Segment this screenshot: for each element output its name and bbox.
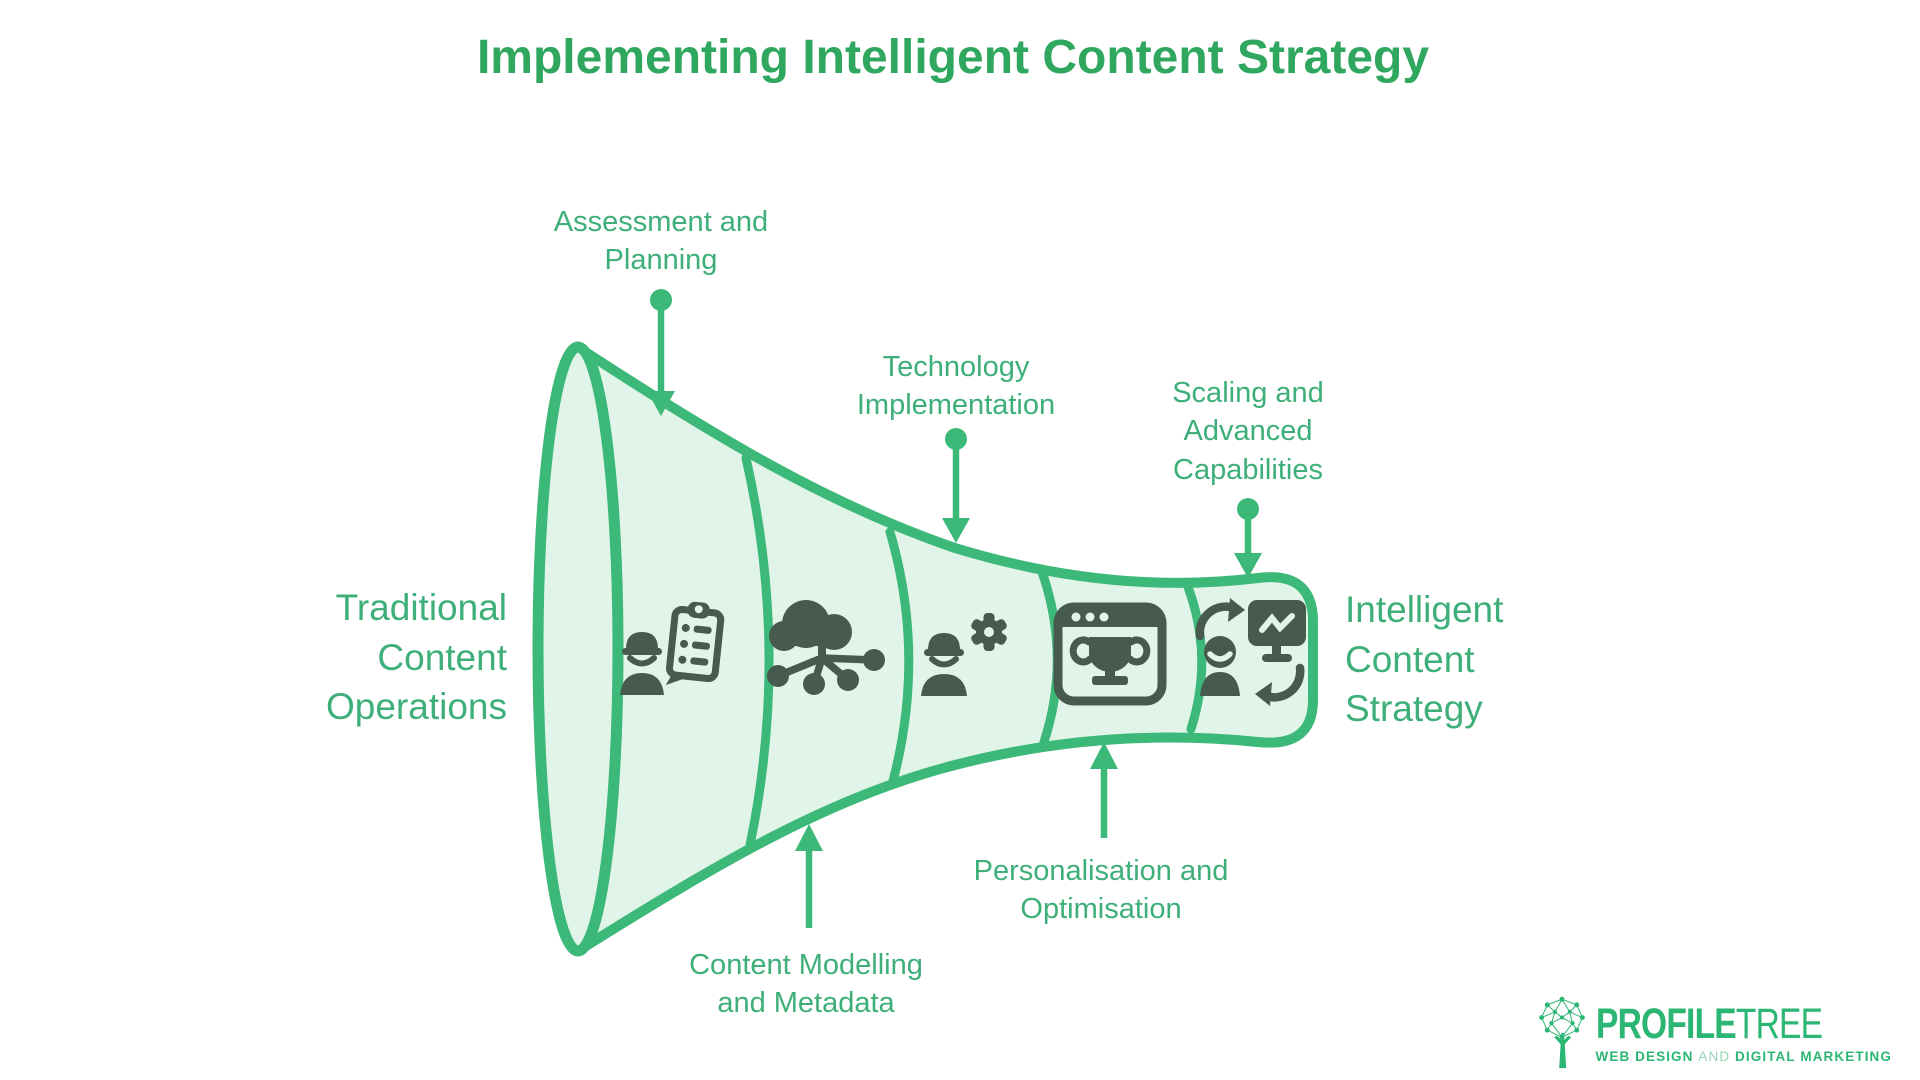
funnel-divider-4: [1183, 582, 1207, 734]
logo-brand-bold: PROFILE: [1595, 999, 1737, 1048]
callout-dot: [650, 289, 672, 311]
logo-tagline-left: WEB DESIGN: [1595, 1048, 1694, 1064]
stage-label-scaling: Scaling and Advanced Capabilities: [1172, 377, 1324, 486]
callout-arrow-scaling: [1234, 498, 1262, 578]
down-arrowhead-icon: [647, 391, 675, 416]
stage-label-content-modelling: Content Modelling and Metadata: [689, 949, 923, 1020]
funnel-right-label: Intelligent Content Strategy: [1345, 589, 1504, 730]
up-arrowhead-icon: [795, 824, 823, 851]
person-monitor-sync-icon: [1195, 598, 1306, 706]
funnel-divider-2: [885, 527, 914, 786]
stage-label-technology: Technology Implementation: [856, 351, 1056, 422]
stage-label-assessment: Assessment and Planning: [553, 206, 769, 277]
callout-dot: [1237, 498, 1259, 520]
gear-icon: [971, 613, 1007, 651]
logo-wordmark: PROFILETREE: [1595, 999, 1823, 1048]
funnel-mouth-ellipse: [532, 341, 624, 957]
cloud-network-icon: [767, 600, 885, 695]
worker-gear-icon: [921, 613, 1007, 696]
callout-dot: [945, 428, 967, 450]
browser-trophy-icon: [1053, 602, 1167, 706]
trophy-icon: [1069, 636, 1151, 685]
callout-arrow-assessment: [647, 289, 675, 416]
profiletree-tree-icon: [1538, 996, 1585, 1069]
logo-tagline: WEB DESIGN AND DIGITAL MARKETING: [1596, 1049, 1893, 1064]
profiletree-logo: PROFILETREE WEB DESIGN AND DIGITAL MARKE…: [1536, 996, 1893, 1070]
funnel-left-label: Traditional Content Operations: [326, 587, 507, 728]
logo-tagline-mid: AND: [1698, 1048, 1731, 1064]
callout-arrow-content-modelling: [795, 824, 823, 928]
logo-tagline-right: DIGITAL MARKETING: [1735, 1048, 1892, 1064]
up-arrowhead-icon: [1090, 742, 1118, 769]
logo-brand-light: TREE: [1735, 999, 1822, 1048]
monitor-chart-icon: [1248, 600, 1306, 662]
down-arrowhead-icon: [942, 518, 970, 543]
callout-arrow-personalisation: [1090, 742, 1118, 838]
stage-label-personalisation: Personalisation and Optimisation: [973, 855, 1229, 926]
worker-clipboard-icon: [620, 601, 725, 695]
page-title: Implementing Intelligent Content Strateg…: [476, 31, 1430, 84]
down-arrowhead-icon: [1234, 553, 1262, 578]
callout-arrow-technology: [942, 428, 970, 543]
person-icon: [1200, 636, 1240, 696]
funnel-divider-1: [741, 453, 774, 850]
